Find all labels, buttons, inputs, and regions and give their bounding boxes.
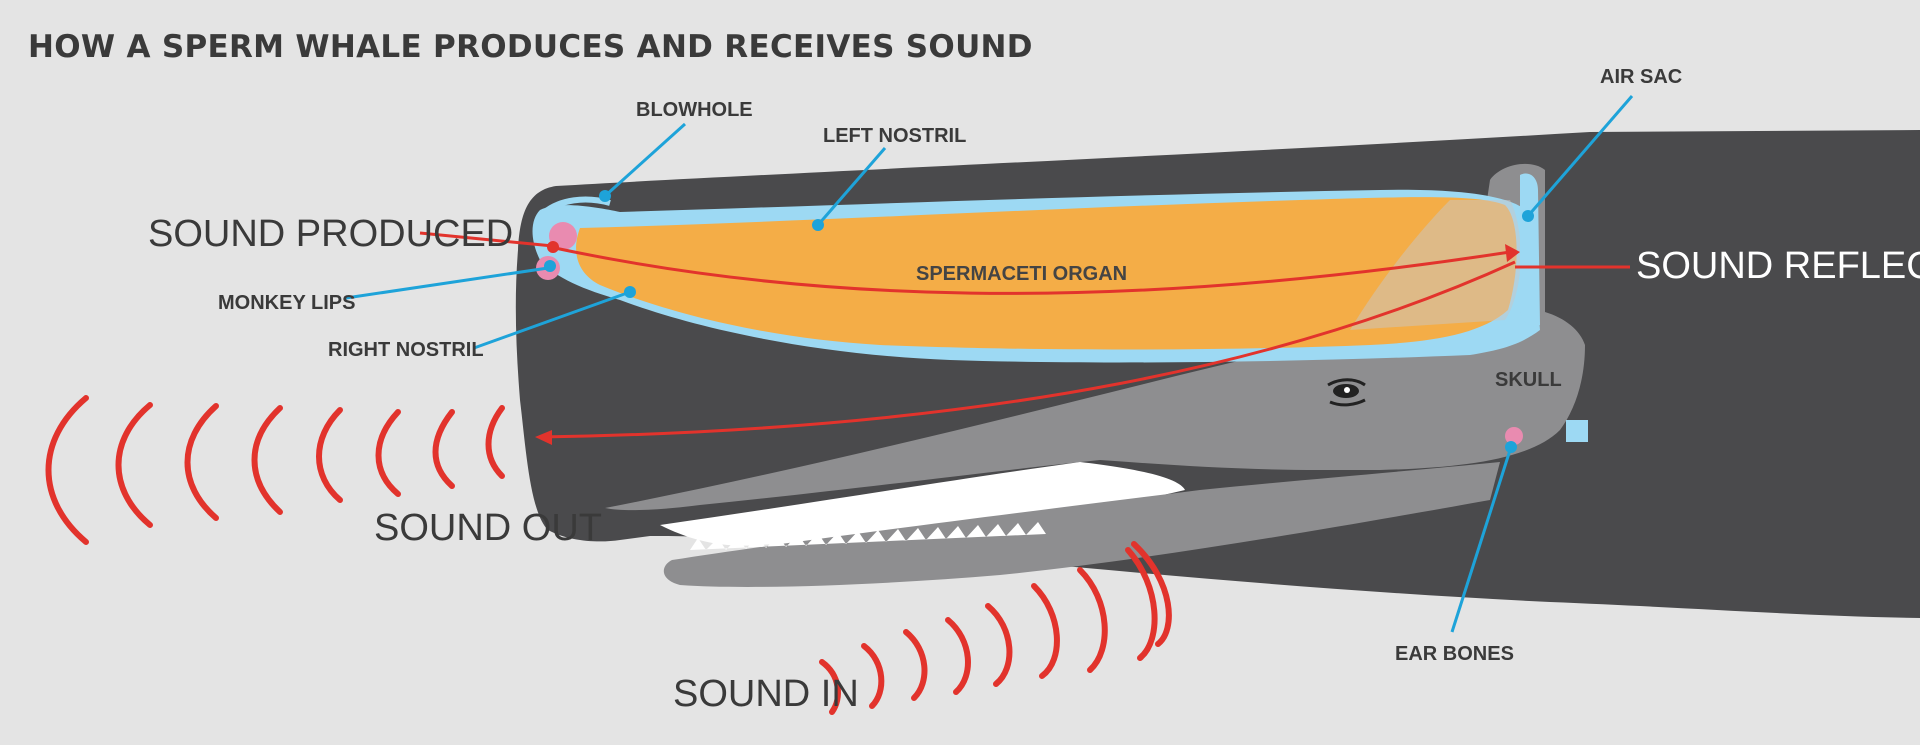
label-sound-in: SOUND IN [673,673,859,715]
arrowhead-reflect [1505,244,1520,262]
label-left-nostril: LEFT NOSTRIL [823,125,966,147]
sound-origin-dot [547,241,559,253]
whale-skull [605,163,1585,511]
skull-overlay [1350,200,1521,330]
sound-out-waves [45,395,505,545]
spermaceti-organ [576,197,1517,350]
label-spermaceti-organ: SPERMACETI ORGAN [916,263,1127,285]
label-air-sac: AIR SAC [1600,66,1682,88]
label-sound-out: SOUND OUT [374,507,602,549]
label-monkey-lips: MONKEY LIPS [218,292,355,314]
pointer-lines [345,95,1634,633]
label-sound-produced: SOUND PRODUCED [148,213,513,255]
label-ear-bones: EAR BONES [1395,643,1514,665]
whale-mouth [660,462,1185,546]
label-skull: SKULL [1495,369,1562,391]
diagram-title: HOW A SPERM WHALE PRODUCES AND RECEIVES … [28,29,1033,65]
air-sac [1520,173,1540,327]
label-sound-reflected: SOUND REFLECTED [1636,245,1920,287]
label-right-nostril: RIGHT NOSTRIL [328,339,484,361]
pointer-dots [544,190,1534,453]
whale-lower-jaw [663,462,1500,587]
ear-bones-shape [1505,427,1523,445]
whale-eye [1327,378,1366,407]
arrowhead-out [535,430,552,445]
sound-in-waves [819,541,1172,715]
label-blowhole: BLOWHOLE [636,99,753,121]
skull-tip [1566,420,1588,442]
whale-teeth [690,522,1046,550]
sound-path [419,231,1630,439]
